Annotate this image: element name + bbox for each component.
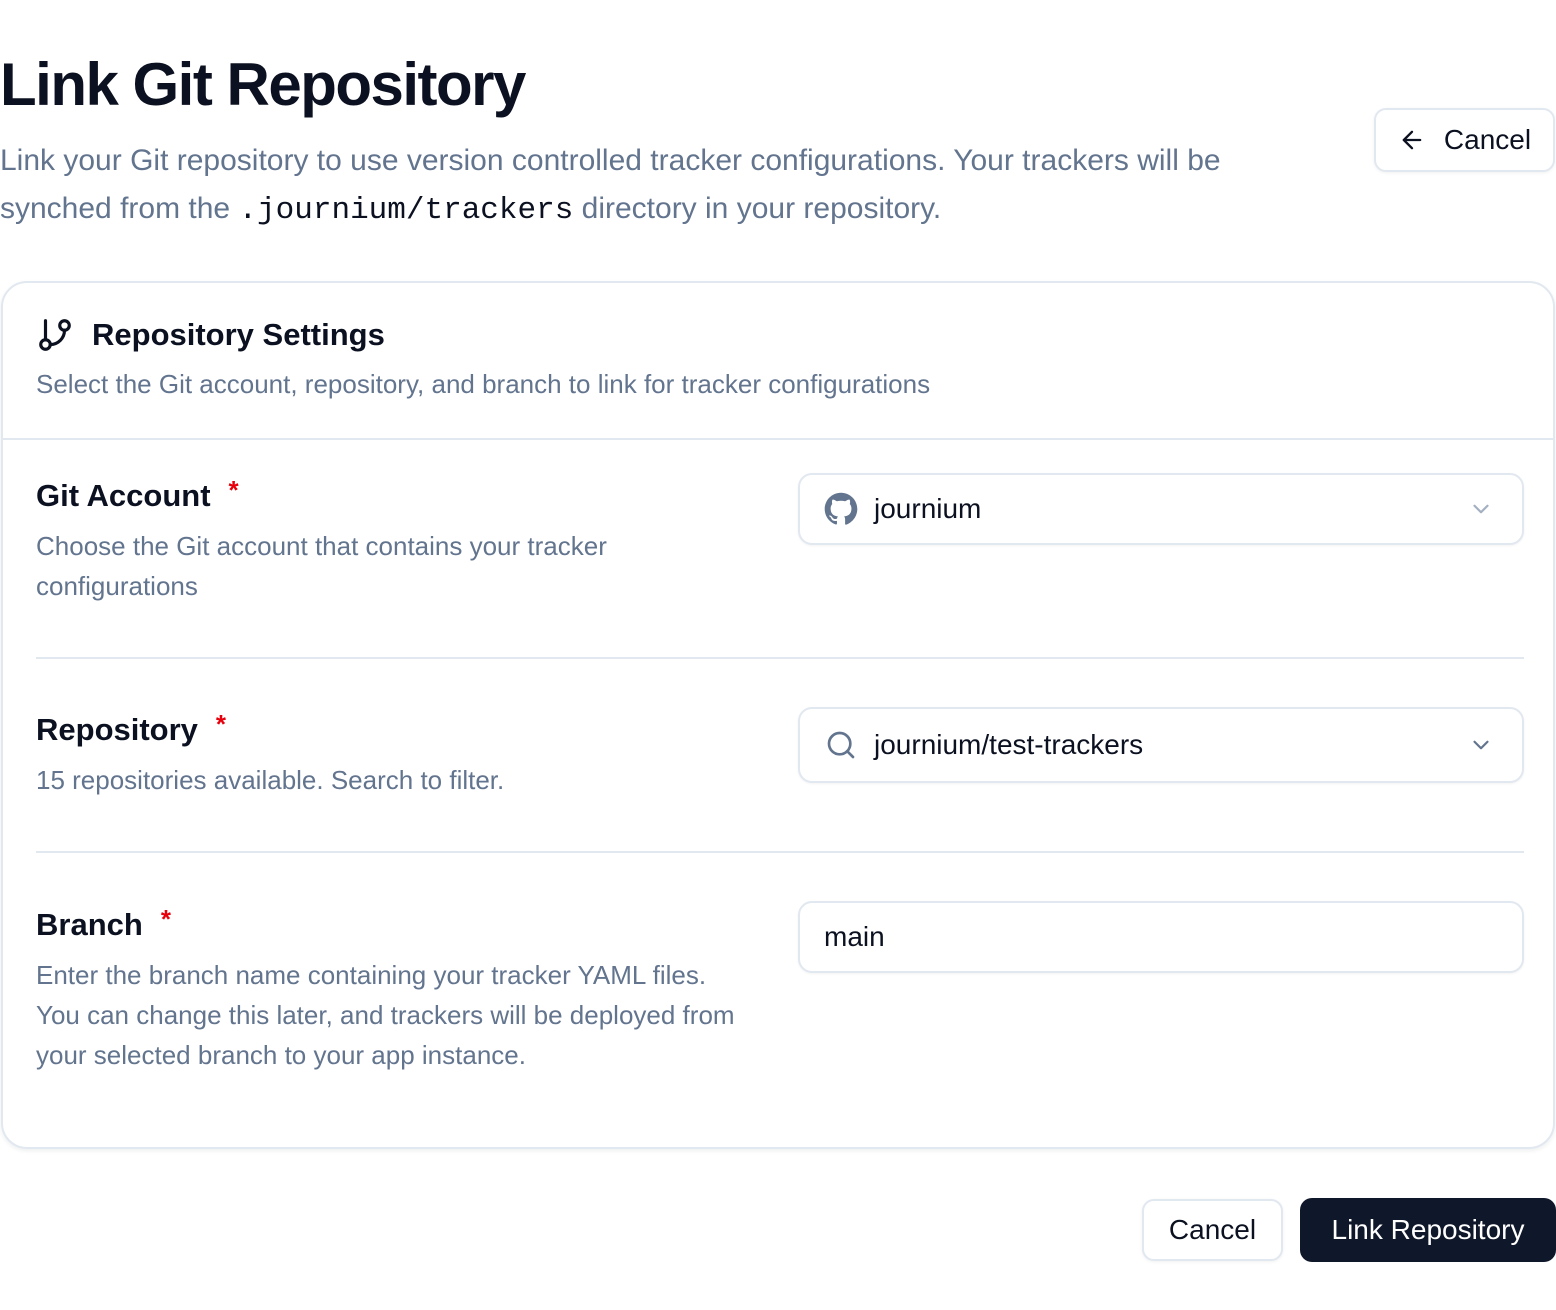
git-account-label: Git Account xyxy=(36,478,211,513)
git-account-select[interactable]: journium xyxy=(798,473,1524,545)
field-branch: Branch * Enter the branch name containing… xyxy=(36,904,1524,1075)
page-description: Link your Git repository to use version … xyxy=(0,137,1330,235)
header-cancel-label: Cancel xyxy=(1443,124,1532,155)
branch-label: Branch xyxy=(36,907,143,942)
card-title: Repository Settings xyxy=(92,317,385,352)
chevron-down-icon[interactable] xyxy=(1468,732,1494,758)
required-asterisk: * xyxy=(228,475,239,505)
field-repository: Repository * 15 repositories available. S… xyxy=(36,709,1524,800)
chevron-down-icon xyxy=(1473,504,1489,514)
git-account-value: journium xyxy=(874,493,982,524)
description-text-end: directory in your repository. xyxy=(573,192,942,225)
header-cancel-button[interactable]: Cancel xyxy=(1374,108,1555,172)
git-branch-icon xyxy=(39,319,71,351)
page-title: Link Git Repository xyxy=(0,51,526,118)
repository-settings-card: Repository Settings Select the Git accou… xyxy=(1,281,1555,1149)
branch-input-wrapper[interactable] xyxy=(798,901,1524,973)
branch-help: Enter the branch name containing your tr… xyxy=(36,960,735,1070)
git-account-help: Choose the Git account that contains you… xyxy=(36,531,607,601)
branch-input[interactable] xyxy=(800,921,1522,953)
required-asterisk: * xyxy=(215,709,227,739)
repository-label: Repository xyxy=(36,712,198,747)
card-subtitle: Select the Git account, repository, and … xyxy=(36,369,931,399)
description-text: Link your Git repository to use version … xyxy=(0,144,1221,225)
card-header: Repository Settings Select the Git accou… xyxy=(3,283,1553,440)
required-asterisk: * xyxy=(160,904,171,934)
cancel-button[interactable]: Cancel xyxy=(1142,1199,1283,1261)
arrow-left-icon xyxy=(1402,130,1422,150)
search-icon xyxy=(824,728,858,762)
divider xyxy=(36,851,1524,853)
link-repository-button[interactable]: Link Repository xyxy=(1300,1198,1556,1262)
repository-help: 15 repositories available. Search to fil… xyxy=(36,765,505,795)
repository-combobox[interactable]: journium/test-trackers xyxy=(798,707,1524,783)
github-icon xyxy=(824,492,858,526)
divider xyxy=(36,657,1524,659)
field-git-account: Git Account * Choose the Git account that… xyxy=(36,475,1524,606)
directory-path: .journium/trackers xyxy=(238,193,574,228)
repository-value: journium/test-trackers xyxy=(874,729,1144,760)
